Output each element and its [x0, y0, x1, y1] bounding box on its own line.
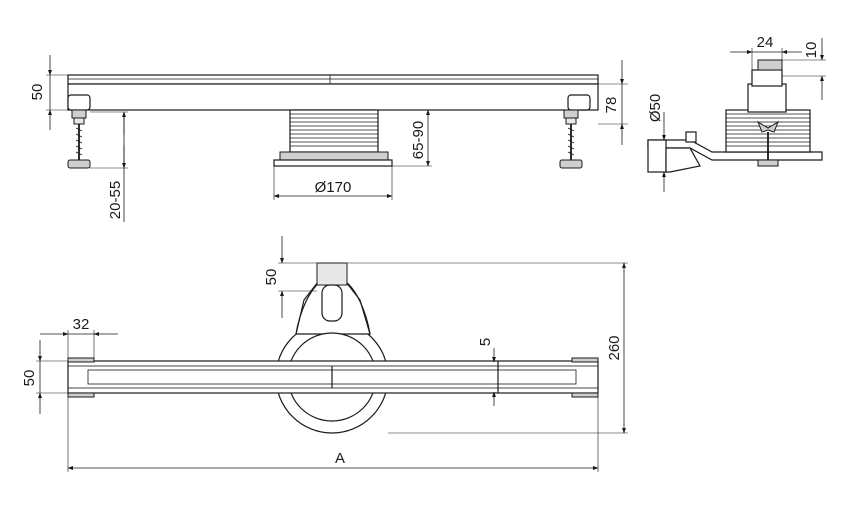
dim-plan-flange: 32: [73, 316, 90, 333]
dim-plan-outlet: 50: [263, 269, 280, 286]
dim-side-total: 78: [603, 97, 620, 114]
left-foot: [67, 109, 91, 169]
dim-outlet-diameter: Ø170: [315, 179, 352, 196]
pipe-outlet: [647, 139, 667, 173]
right-foot: [559, 109, 583, 169]
dim-plan-length: A: [335, 450, 345, 467]
dim-end-width: 24: [757, 34, 774, 51]
dim-plan-width: 50: [21, 370, 38, 387]
side-view: 50 20-55 Ø170 65-90 78: [29, 55, 628, 222]
siphon-body: [273, 109, 393, 167]
end-view: 24 10 Ø50: [647, 34, 826, 192]
dim-side-height: 50: [29, 84, 46, 101]
dim-end-pipe: Ø50: [647, 94, 664, 122]
dim-plan-slot: 5: [477, 338, 494, 346]
left-end-bracket: [67, 94, 91, 111]
dim-foot-adjust: 20-55: [107, 181, 124, 219]
dim-body-height: 65-90: [410, 121, 427, 159]
right-end-bracket: [567, 94, 591, 111]
plan-view: 50 32 50 5 260 A: [21, 236, 628, 472]
channel-body: [67, 83, 599, 111]
dim-end-top: 10: [803, 42, 820, 59]
dim-plan-depth: 260: [606, 335, 623, 360]
outlet-pipe: [316, 262, 348, 286]
channel-grate-top: [67, 74, 599, 85]
